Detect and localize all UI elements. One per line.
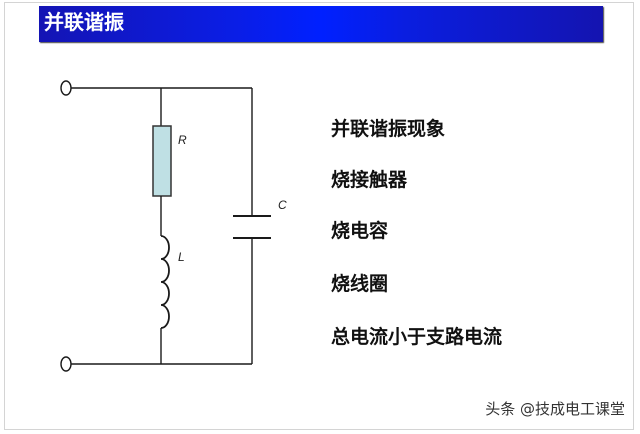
bullet-item: 烧接触器 xyxy=(331,169,408,191)
header-bar xyxy=(39,6,603,42)
slide-title: 并联谐振 xyxy=(44,10,124,34)
bullet-item: 总电流小于支路电流 xyxy=(331,326,503,348)
inductor-icon xyxy=(160,235,170,329)
bullet-item: 并联谐振现象 xyxy=(331,118,446,140)
watermark: 头条 @技成电工课堂 xyxy=(485,400,625,418)
inductor-label: L xyxy=(178,250,185,264)
bottom-terminal-icon xyxy=(60,356,72,372)
slide-frame xyxy=(4,2,634,430)
bullet-item: 烧电容 xyxy=(331,220,389,242)
capacitor-label: C xyxy=(278,198,287,212)
bullet-item: 烧线圈 xyxy=(331,273,389,295)
resistor-icon xyxy=(152,125,172,197)
top-terminal-icon xyxy=(60,80,72,96)
capacitor-icon xyxy=(233,215,271,239)
resistor-label: R xyxy=(178,133,187,147)
